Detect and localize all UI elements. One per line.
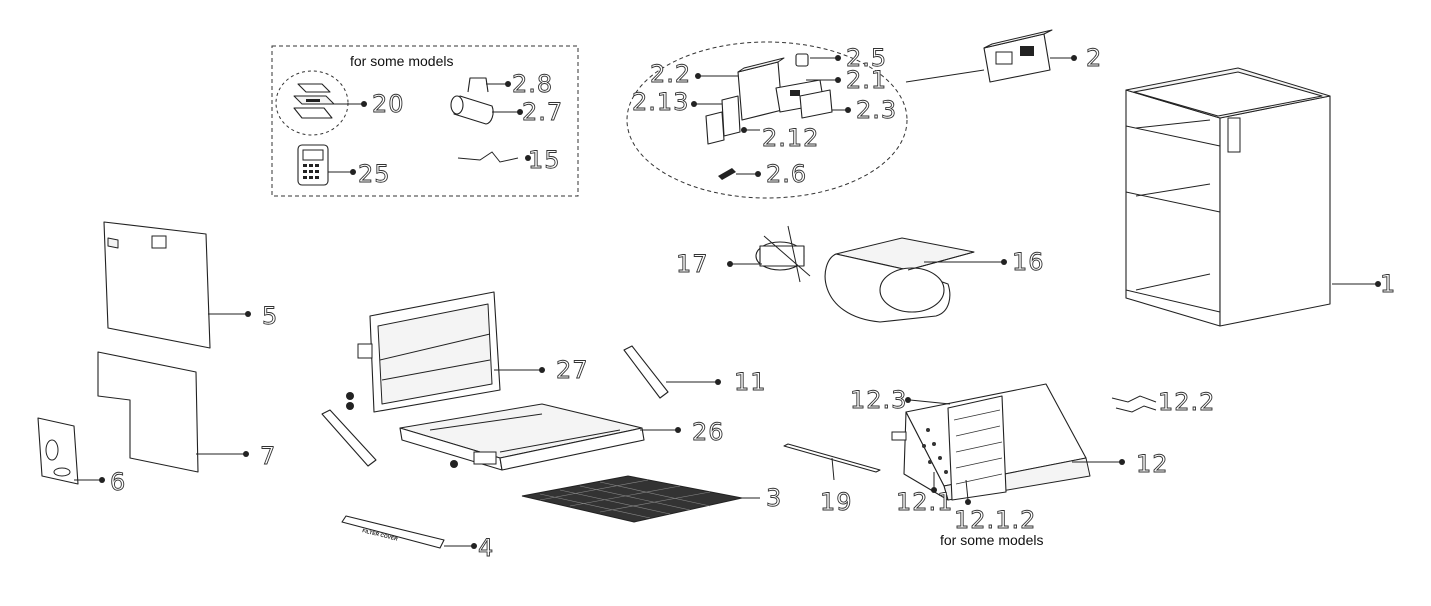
label-11: 11 <box>734 368 767 396</box>
part-20-wifi-module <box>275 70 367 136</box>
part-2-3-base-plate <box>799 89 851 119</box>
label-2-13: 2.13 <box>632 88 689 116</box>
label-2: 2 <box>1086 44 1102 72</box>
coil-note: for some models <box>940 532 1043 548</box>
part-16-blower-housing <box>824 237 1007 323</box>
part-12-2-sensor-wire <box>1111 395 1157 413</box>
label-3: 3 <box>766 484 782 512</box>
label-2-8: 2.8 <box>512 70 553 98</box>
part-12-evaporator-coil <box>891 383 1125 505</box>
part-2-12-terminal <box>741 127 760 133</box>
part-26-filter-frame <box>399 403 681 471</box>
label-12-2: 12.2 <box>1158 388 1215 416</box>
part-2-6-screw <box>718 168 761 180</box>
part-6-access-cover <box>37 417 105 485</box>
label-4: 4 <box>478 534 494 562</box>
label-2-2: 2.2 <box>650 60 691 88</box>
label-1: 1 <box>1380 270 1396 298</box>
part-4-filter-cover-strip: FILTER COVER <box>341 515 477 549</box>
part-2-7-sensor-tube <box>450 95 523 125</box>
part-25-remote-controller <box>297 144 356 186</box>
control-box-group <box>626 29 1077 199</box>
label-12-1: 12.1 <box>896 488 953 516</box>
part-2-control-box <box>983 29 1077 83</box>
accessories-note: for some models <box>350 53 453 69</box>
label-12-3: 12.3 <box>850 386 907 414</box>
label-19: 19 <box>820 488 853 516</box>
part-left-bracket <box>321 409 377 467</box>
label-27: 27 <box>556 356 589 384</box>
label-17: 17 <box>676 250 709 278</box>
label-7: 7 <box>260 442 276 470</box>
callout-labels: 1 2 2.1 2.2 2.3 2.5 2.6 2.7 2.8 2.12 2.1… <box>110 44 1396 563</box>
part-1-cabinet <box>1125 67 1381 327</box>
part-17-motor <box>727 225 811 283</box>
label-2-1: 2.1 <box>846 66 887 94</box>
label-6: 6 <box>110 468 126 496</box>
part-2-2-cover <box>695 57 785 121</box>
label-2-12: 2.12 <box>762 124 819 152</box>
label-15: 15 <box>528 146 561 174</box>
part-2-13-bracket <box>691 95 741 145</box>
label-12-1-2: 12.1.2 <box>954 506 1036 534</box>
label-5: 5 <box>262 302 278 330</box>
part-11-side-bracket <box>623 345 721 399</box>
part-2-8-sensor-clip <box>467 77 511 93</box>
part-7-lower-panel <box>97 351 249 473</box>
label-25: 25 <box>358 160 391 188</box>
part-19-rail <box>783 443 881 481</box>
part-5-front-panel <box>103 221 251 349</box>
part-27-filter-door <box>346 291 545 413</box>
label-16: 16 <box>1012 248 1045 276</box>
label-2-5: 2.5 <box>846 44 887 72</box>
label-20: 20 <box>372 90 405 118</box>
part-3-air-filter <box>521 475 760 523</box>
label-12: 12 <box>1136 450 1169 478</box>
label-2-3: 2.3 <box>856 96 897 124</box>
label-2-6: 2.6 <box>766 160 807 188</box>
accessories-box: for some models <box>271 45 579 197</box>
part-15-wire <box>457 151 531 163</box>
label-2-7: 2.7 <box>522 98 563 126</box>
part-2-5-relay <box>795 53 841 67</box>
label-26: 26 <box>692 418 725 446</box>
